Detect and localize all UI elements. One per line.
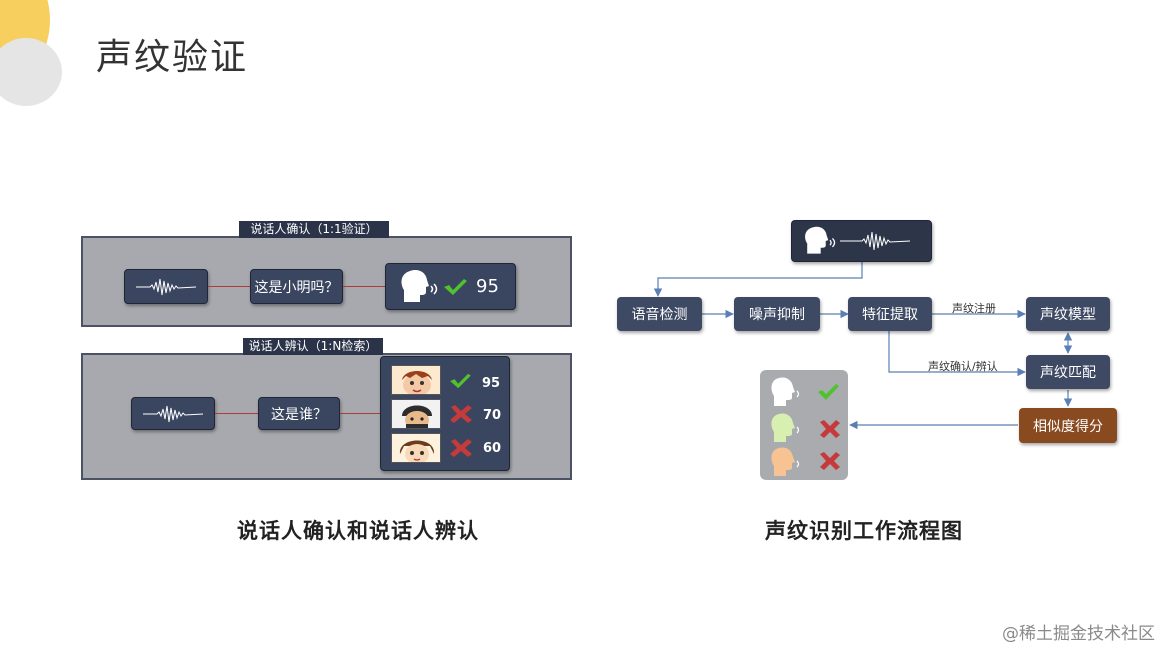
connector-line <box>215 413 258 414</box>
step-noise-suppression: 噪声抑制 <box>734 297 820 331</box>
verification-score: 95 <box>476 276 499 297</box>
step-similarity-score: 相似度得分 <box>1019 408 1117 443</box>
cross-icon <box>450 439 472 457</box>
check-icon <box>444 278 467 295</box>
candidate-face-3 <box>391 433 441 463</box>
step-voiceprint-model: 声纹模型 <box>1026 297 1110 331</box>
waveform-icon <box>143 405 203 422</box>
connector-line <box>208 286 250 287</box>
speaking-head-icon <box>805 226 836 254</box>
right-caption: 声纹识别工作流程图 <box>765 519 963 543</box>
speaker-result-box: 95 <box>385 263 516 310</box>
page-title: 声纹验证 <box>96 37 249 78</box>
step-voice-detection: 语音检测 <box>617 297 702 331</box>
speaker-input-box <box>791 220 932 262</box>
candidate-face-2 <box>391 399 441 429</box>
left-caption: 说话人确认和说话人辨认 <box>237 519 479 543</box>
waveform-icon <box>136 278 196 295</box>
question-box-1: 这是小明吗？ <box>250 269 343 304</box>
audio-wave-box-1 <box>124 269 208 304</box>
candidate-score-3: 60 <box>483 441 502 456</box>
match-result-icons <box>771 377 840 476</box>
edge-label-register: 声纹注册 <box>952 302 996 315</box>
candidate-score-2: 70 <box>483 408 502 423</box>
verification-panel-tag: 说话人确认（1:1验证） <box>239 221 389 238</box>
edge-label-verify: 声纹确认/辨认 <box>928 360 998 373</box>
speaker-white-icon <box>771 377 839 406</box>
audio-wave-box-2 <box>131 397 215 430</box>
cross-icon <box>450 405 472 423</box>
question-box-2: 这是谁？ <box>258 397 340 430</box>
watermark: @稀土掘金技术社区 <box>1002 624 1155 644</box>
candidate-face-1 <box>391 365 441 395</box>
step-feature-extraction: 特征提取 <box>848 297 932 331</box>
step-voiceprint-match: 声纹匹配 <box>1026 355 1110 389</box>
speaker-orange-icon <box>771 447 840 476</box>
check-icon <box>450 373 471 389</box>
speaker-green-icon <box>771 413 840 442</box>
connector-line <box>340 413 380 414</box>
connector-line <box>343 286 385 287</box>
waveform-icon <box>840 231 910 251</box>
speaking-head-icon <box>401 269 438 302</box>
candidate-score-1: 95 <box>482 376 501 391</box>
decor-grey-circle <box>0 38 62 106</box>
identification-panel-tag: 说话人辨认（1:N检索） <box>243 338 383 355</box>
